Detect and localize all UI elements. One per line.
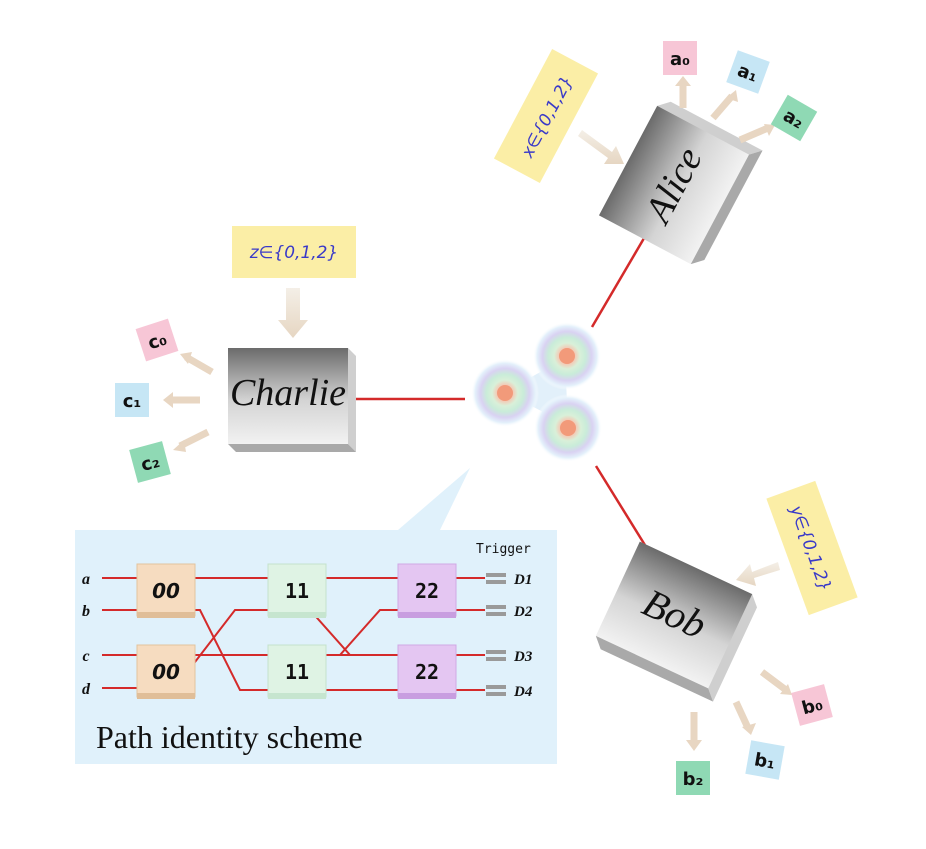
- crystal-11-top: 11: [267, 563, 327, 618]
- crystal-22-top: 22: [397, 563, 457, 618]
- path-label-d: d: [82, 681, 91, 698]
- path-label-c: c: [82, 648, 89, 665]
- detector-1: D1: [486, 572, 532, 588]
- svg-text:00: 00: [152, 579, 180, 603]
- crystal-22-bottom: 22: [397, 644, 457, 699]
- charlie-outputs: c₀ c₁ c₂: [115, 318, 214, 483]
- detector-3: D3: [486, 649, 533, 665]
- alice-output-0: a₀: [670, 49, 690, 70]
- detector-label-3: D3: [513, 649, 533, 665]
- alice-input: x∈{0,1,2}: [493, 49, 599, 183]
- crystal-00-top: 00: [136, 563, 196, 618]
- alice-box[interactable]: Alice: [598, 97, 763, 269]
- charlie-box[interactable]: Charlie: [228, 348, 356, 452]
- detector-label-1: D1: [513, 572, 532, 588]
- detectors: D1 D2 D3 D4: [486, 572, 533, 700]
- alice-outputs: a₀ a₁ a₂: [663, 41, 818, 144]
- fiber-alice: [590, 227, 652, 328]
- bob-output-2: b₂: [683, 769, 704, 790]
- fiber-bob: [594, 465, 650, 551]
- bob-input-arrow: [736, 562, 780, 586]
- detector-label-2: D2: [513, 604, 533, 620]
- detector-label-4: D4: [513, 684, 533, 700]
- svg-text:22: 22: [415, 660, 439, 684]
- svg-text:22: 22: [415, 579, 439, 603]
- charlie-output-2: c₂: [139, 451, 162, 476]
- fiber-lines: [355, 227, 652, 551]
- charlie-input: z∈{0,1,2}: [232, 226, 356, 338]
- bob-input: y∈{0,1,2}: [766, 480, 858, 616]
- charlie-output-1: c₁: [123, 391, 142, 412]
- charlie-input-arrow: [278, 288, 308, 338]
- crystal-00-bottom: 00: [136, 644, 196, 699]
- bob-output-1: b₁: [753, 749, 777, 773]
- bob-outputs: b₀ b₁ b₂: [676, 669, 833, 795]
- trigger-label: Trigger: [476, 542, 531, 557]
- svg-text:11: 11: [285, 579, 309, 603]
- svg-text:00: 00: [152, 660, 180, 684]
- path-label-a: a: [82, 571, 90, 588]
- bob-box[interactable]: Bob: [592, 541, 762, 702]
- entangled-source: [471, 322, 602, 462]
- scheme-title: Path identity scheme: [96, 719, 363, 755]
- charlie-input-label: z∈{0,1,2}: [249, 243, 339, 263]
- path-label-b: b: [82, 603, 90, 620]
- alice-input-arrow: [578, 130, 624, 164]
- path-identity-scheme: a b c d 00 00 11 11 22: [82, 542, 533, 755]
- svg-text:11: 11: [285, 660, 309, 684]
- detector-4: D4: [486, 684, 533, 700]
- charlie-label: Charlie: [230, 372, 346, 414]
- detector-2: D2: [486, 604, 533, 620]
- crystal-11-bottom: 11: [267, 644, 327, 699]
